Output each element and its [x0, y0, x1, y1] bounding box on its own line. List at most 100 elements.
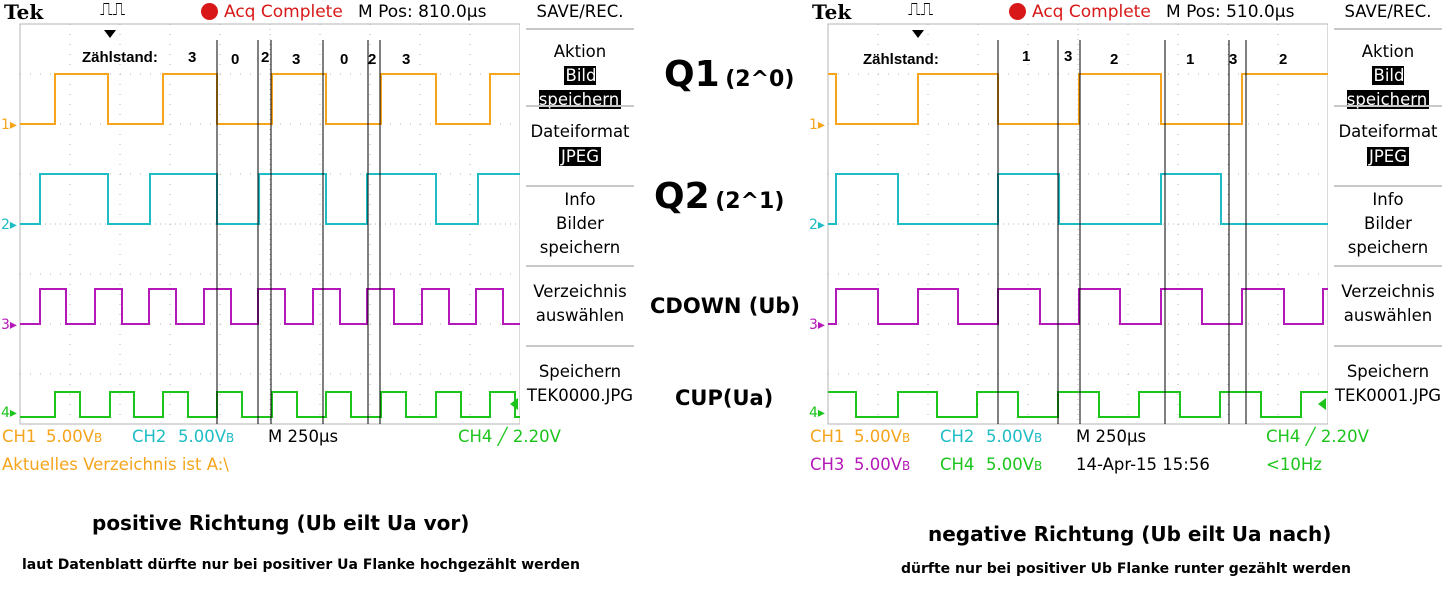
menu-title: SAVE/REC. — [536, 2, 624, 21]
ch2-label: CH2 — [940, 427, 975, 446]
menu-divider — [1334, 28, 1442, 30]
directory-status: Aktuelles Verzeichnis ist A:\ — [2, 455, 229, 474]
tek-logo: Tek — [812, 0, 852, 24]
scope-screenshot-right: 1▸ 2▸ 3▸ 4▸ Tek ⎍⎍ Acq Complete M Pos: 510.… — [808, 0, 1446, 480]
acq-status: Acq Complete — [1032, 2, 1151, 22]
m-pos-readout: M Pos: 510.0µs — [1166, 2, 1295, 22]
frequency-readout: <10Hz — [1266, 455, 1322, 474]
count-value: 2 — [1110, 51, 1119, 68]
trigger-position-icon — [912, 30, 924, 38]
channel-marker-3: 3▸ — [809, 317, 825, 333]
ch3-scale: 5.00VB — [854, 455, 911, 474]
channel-marker-3: 3▸ — [1, 317, 17, 333]
menu-dateiformat-value[interactable]: JPEG — [558, 147, 602, 166]
trigger-readout: CH4 ╱ 2.20V — [458, 427, 561, 446]
waveform-display-right: 1▸ 2▸ 3▸ 4▸ — [809, 23, 1328, 425]
menu-divider — [526, 265, 634, 267]
ch1-scale: 5.00VB — [46, 427, 103, 446]
menu-speichern-line1[interactable]: Speichern — [538, 362, 622, 381]
channel-marker-1: 1▸ — [809, 117, 825, 133]
channel-marker-4: 4▸ — [809, 405, 825, 421]
menu-aktion-label: Aktion — [553, 42, 607, 61]
menu-info-line2[interactable]: Bilder — [556, 214, 604, 233]
ch1-label: CH1 — [810, 427, 845, 446]
left-caption-title: positive Richtung (Ub eilt Ua vor) — [92, 511, 470, 535]
menu-verzeichnis-line2[interactable]: auswählen — [1343, 306, 1433, 325]
q1-label: Q1 (2^0) — [664, 54, 795, 95]
ch2-scale: 5.00VB — [178, 427, 235, 446]
ch2-label: CH2 — [132, 427, 167, 446]
menu-divider — [526, 28, 634, 30]
cup-trace — [20, 391, 520, 418]
menu-divider — [1334, 345, 1442, 347]
menu-divider — [526, 185, 634, 187]
count-value: 1 — [1186, 51, 1195, 68]
m-pos-readout: M Pos: 810.0µs — [358, 2, 487, 22]
trigger-readout: CH4 ╱ 2.20V — [1266, 427, 1369, 446]
menu-info-line1[interactable]: Info — [1372, 190, 1404, 209]
q1-trace — [828, 73, 1328, 125]
q2-trace — [828, 173, 1328, 225]
menu-verzeichnis-line1[interactable]: Verzeichnis — [1341, 282, 1435, 301]
acquisition-indicator-icon — [1009, 3, 1026, 20]
trigger-level-icon — [510, 398, 518, 410]
menu-dateiformat-label: Dateiformat — [1338, 122, 1438, 141]
timebase-readout: M 250µs — [1076, 427, 1147, 446]
ch3-label: CH3 — [810, 455, 845, 474]
channel-marker-1: 1▸ — [1, 117, 17, 133]
trigger-status-icon: ⎍⎍ — [100, 0, 126, 20]
date-readout: 14-Apr-15 15:56 — [1076, 455, 1210, 474]
menu-info-line3[interactable]: speichern — [539, 238, 621, 257]
q2-label: Q2 (2^1) — [654, 176, 785, 217]
menu-dateiformat-label: Dateiformat — [530, 122, 630, 141]
zaehlstand-label: Zählstand: — [863, 51, 939, 68]
menu-dateiformat-value[interactable]: JPEG — [1366, 147, 1410, 166]
cup-label: CUP(Ua) — [675, 386, 774, 410]
count-value: 3 — [292, 51, 301, 68]
tek-logo: Tek — [4, 0, 44, 24]
count-value: 1 — [1022, 48, 1031, 65]
count-value: 3 — [1064, 48, 1073, 65]
menu-info-line3[interactable]: speichern — [1347, 238, 1429, 257]
menu-aktion-label: Aktion — [1361, 42, 1415, 61]
trigger-position-icon — [104, 30, 116, 38]
ch1-scale: 5.00VB — [854, 427, 911, 446]
menu-divider — [1334, 265, 1442, 267]
zaehlstand-label: Zählstand: — [82, 49, 158, 66]
menu-aktion-value[interactable]: Bild speichern — [538, 66, 622, 109]
left-caption-note: laut Datenblatt dürfte nur bei positiver… — [22, 557, 581, 573]
menu-info-line1[interactable]: Info — [564, 190, 596, 209]
right-caption-note: dürfte nur bei positiver Ub Flanke runte… — [901, 561, 1352, 577]
ch2-scale: 5.00VB — [986, 427, 1043, 446]
menu-speichern-line1[interactable]: Speichern — [1346, 362, 1430, 381]
ch4-scale: 5.00VB — [986, 455, 1043, 474]
menu-divider — [1334, 185, 1442, 187]
trigger-status-icon: ⎍⎍ — [908, 0, 934, 20]
menu-info-line2[interactable]: Bilder — [1364, 214, 1412, 233]
count-value: 0 — [340, 51, 349, 68]
menu-verzeichnis-line1[interactable]: Verzeichnis — [533, 282, 627, 301]
ch4-label: CH4 — [940, 455, 975, 474]
menu-speichern-line2[interactable]: TEK0001.JPG — [1334, 386, 1442, 405]
save-rec-menu: SAVE/REC. Aktion Bild speichern Dateifor… — [520, 0, 640, 480]
channel-marker-2: 2▸ — [809, 217, 825, 233]
q1-trace — [20, 73, 520, 125]
channel-marker-4: 4▸ — [1, 405, 17, 421]
q2-trace — [20, 173, 520, 225]
menu-verzeichnis-line2[interactable]: auswählen — [535, 306, 625, 325]
count-value: 3 — [402, 51, 411, 68]
count-value: 2 — [261, 49, 270, 66]
cup-trace — [828, 391, 1328, 418]
count-value: 3 — [1229, 51, 1238, 68]
menu-aktion-value[interactable]: Bild speichern — [1346, 66, 1430, 109]
menu-speichern-line2[interactable]: TEK0000.JPG — [526, 386, 634, 405]
count-value: 0 — [231, 51, 240, 68]
menu-divider — [1334, 105, 1442, 107]
menu-title: SAVE/REC. — [1344, 2, 1432, 21]
count-value: 2 — [1279, 51, 1288, 68]
waveform-display-left: 1▸2▸3▸4▸ — [1, 23, 520, 425]
acquisition-indicator-icon — [201, 3, 218, 20]
cdown-trace — [828, 288, 1328, 325]
count-value: 3 — [188, 49, 197, 66]
cdown-label: CDOWN (Ub) — [650, 294, 801, 318]
